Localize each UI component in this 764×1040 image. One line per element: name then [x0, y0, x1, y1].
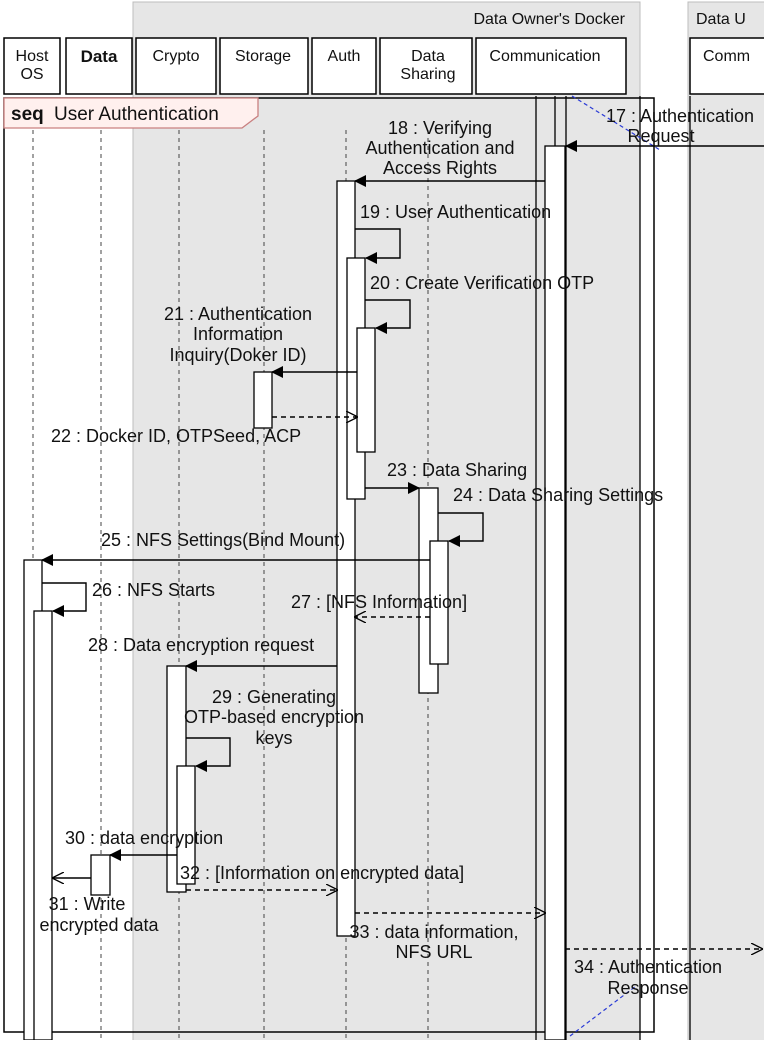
msg-23-label: 23 : Data Sharing: [387, 460, 527, 480]
msg-29-label-line1: 29 : Generating: [212, 687, 336, 707]
sharing-activation-2: [429, 540, 449, 665]
message-labels: 17 : Authentication Request 18 : Verifyi…: [39, 106, 754, 998]
auth-activation-3: [356, 327, 376, 453]
message-arrows: [41, 140, 764, 949]
msg-20-label: 20 : Create Verification OTP: [370, 273, 594, 293]
msg-24-label: 24 : Data Sharing Settings: [453, 485, 663, 505]
msg-17-label-line1: 17 : Authentication: [606, 106, 754, 126]
crypto-header: [135, 37, 217, 95]
communication-header: [475, 37, 627, 95]
msg-19-arrow: [355, 228, 401, 264]
data-sharing-header: [379, 37, 473, 95]
msg-18-label-line3: Access Rights: [383, 158, 497, 178]
msg-18-label-line2: Authentication and: [365, 138, 514, 158]
auth-header: [311, 37, 377, 95]
msg-27-label: 27 : [NFS Information]: [291, 592, 467, 612]
msg-29-label-line2: OTP-based encryption: [184, 707, 364, 727]
communication-label: Communication: [489, 48, 600, 65]
host-os-activation-2: [33, 610, 53, 1040]
storage-label: Storage: [235, 48, 291, 65]
decorative-diagonals: [569, 95, 661, 1037]
host-os-label-line1: Host: [16, 48, 49, 65]
msg-17-label-line2: Request: [627, 126, 694, 146]
msg-32-label: 32 : [Information on encrypted data]: [180, 863, 464, 883]
msg-22-label: 22 : Docker ID, OTPSeed, ACP: [51, 426, 301, 446]
msg-21-label-line3: Inquiry(Doker ID): [169, 345, 306, 365]
seq-frame: seq User Authentication: [3, 97, 655, 1033]
lifeline-headers: Host OS Data Crypto Storage Auth Data Sh…: [3, 37, 764, 95]
msg-34-label-line2: Response: [607, 978, 688, 998]
storage-header: [219, 37, 309, 95]
crypto-label: Crypto: [152, 48, 199, 65]
seq-title: User Authentication: [54, 104, 219, 125]
data-activation: [90, 854, 111, 896]
user-communication-label: Comm: [703, 48, 750, 65]
activation-bars: [23, 145, 566, 1040]
msg-29-label-line3: keys: [255, 728, 292, 748]
user-communication-header: [689, 37, 764, 95]
msg-18-label-line1: 18 : Verifying: [388, 118, 492, 138]
msg-30-label: 30 : data encryption: [65, 828, 223, 848]
msg-26-arrow: [42, 582, 87, 617]
data-owner-docker-title: Data Owner's Docker: [473, 11, 625, 28]
msg-24-arrow: [438, 512, 484, 547]
msg-21-label-line2: Information: [193, 324, 283, 344]
seq-frame-label-box: [3, 97, 259, 129]
seq-keyword: seq: [11, 104, 44, 125]
auth-label: Auth: [328, 48, 361, 65]
host-os-header: [3, 37, 61, 95]
msg-25-label: 25 : NFS Settings(Bind Mount): [101, 530, 345, 550]
communication-activation: [544, 145, 566, 1040]
msg-34-label-line1: 34 : Authentication: [574, 957, 722, 977]
msg-21-label-line1: 21 : Authentication: [164, 304, 312, 324]
data-user-docker-container: Data U: [687, 1, 764, 1040]
msg-31-label-line2: encrypted data: [39, 915, 159, 935]
msg-26-label: 26 : NFS Starts: [92, 580, 215, 600]
storage-activation: [253, 371, 273, 429]
msg-33-label-line1: 33 : data information,: [349, 922, 518, 942]
msg-19-label: 19 : User Authentication: [360, 202, 551, 222]
data-label: Data: [81, 47, 118, 66]
data-user-docker-title: Data U: [696, 11, 746, 28]
msg-31-label-line1: 31 : Write: [49, 894, 126, 914]
msg-29-arrow: [186, 737, 231, 772]
msg-20-arrow: [365, 299, 411, 334]
msg-33-label-line2: NFS URL: [395, 942, 472, 962]
data-header: [65, 37, 133, 95]
data-sharing-label-line2: Sharing: [400, 66, 455, 83]
data-sharing-label-line1: Data: [411, 48, 445, 65]
host-os-label-line2: OS: [20, 66, 43, 83]
msg-28-label: 28 : Data encryption request: [88, 635, 314, 655]
crypto-activation-2: [176, 765, 196, 885]
